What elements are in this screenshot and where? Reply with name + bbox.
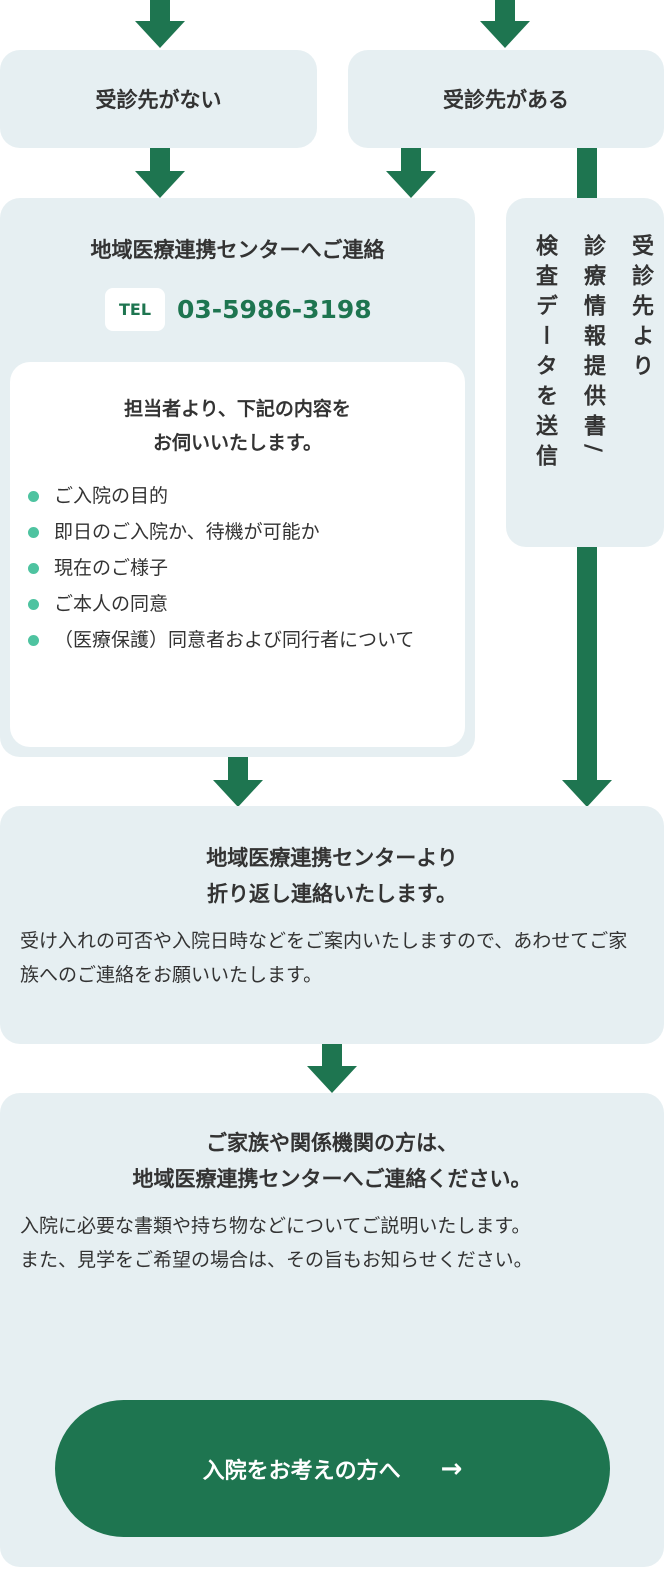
bullet-icon bbox=[28, 635, 39, 646]
branch-has-clinic: 受診先がある bbox=[348, 50, 664, 148]
arrow-down-icon bbox=[307, 1066, 357, 1093]
inquiry-title-1: 担当者より、下記の内容を bbox=[124, 398, 351, 420]
arrow-stem bbox=[228, 757, 248, 781]
family-body-1: 入院に必要な書類や持ち物などについてご説明いたします。 bbox=[20, 1215, 531, 1237]
bullet-icon bbox=[28, 491, 39, 502]
arrow-stem bbox=[495, 0, 515, 22]
tel-number[interactable]: 03-5986-3198 bbox=[177, 295, 372, 324]
arrow-down-icon bbox=[213, 780, 263, 807]
tel-badge: TEL bbox=[105, 288, 165, 331]
admission-info-button[interactable]: 入院をお考えの方へ → bbox=[55, 1400, 610, 1537]
arrow-stem bbox=[150, 148, 170, 172]
branch-label: 受診先がない bbox=[95, 88, 222, 112]
arrow-down-icon bbox=[562, 780, 612, 807]
bullet-icon bbox=[28, 527, 39, 538]
family-title-2: 地域医療連携センターへご連絡ください。 bbox=[132, 1167, 532, 1191]
arrow-down-icon bbox=[135, 21, 185, 48]
callback-title-1: 地域医療連携センターより bbox=[206, 846, 458, 870]
note-col-3: 検査データを送信 bbox=[532, 234, 557, 474]
note-col-1: 受診先より bbox=[628, 234, 653, 384]
callback-panel: 地域医療連携センターより 折り返し連絡いたします。 受け入れの可否や入院日時など… bbox=[0, 806, 664, 1044]
family-title-1: ご家族や関係機関の方は、 bbox=[206, 1131, 458, 1155]
list-item-text: ご入院の目的 bbox=[54, 485, 169, 507]
inquiry-title-2: お伺いいたします。 bbox=[152, 432, 323, 454]
contact-panel: 地域医療連携センターへご連絡 TEL 03-5986-3198 担当者より、下記… bbox=[0, 198, 475, 757]
list-item-text: ご本人の同意 bbox=[54, 593, 169, 615]
list-item: （医療保護）同意者および同行者について bbox=[28, 622, 447, 658]
bullet-icon bbox=[28, 563, 39, 574]
list-item: ご入院の目的 bbox=[28, 478, 447, 514]
arrow-down-icon bbox=[480, 21, 530, 48]
callback-body: 受け入れの可否や入院日時などをご案内いたしますので、あわせてご家族へのご連絡をお… bbox=[20, 930, 628, 986]
list-item: ご本人の同意 bbox=[28, 586, 447, 622]
note-col-2: 診療情報提供書/ bbox=[580, 234, 605, 461]
bullet-icon bbox=[28, 599, 39, 610]
arrow-down-icon bbox=[135, 171, 185, 198]
contact-title: 地域医療連携センターへご連絡 bbox=[90, 238, 385, 262]
list-item: 即日のご入院か、待機が可能か bbox=[28, 514, 447, 550]
arrow-stem bbox=[401, 148, 421, 172]
arrow-down-icon bbox=[386, 171, 436, 198]
callback-title-2: 折り返し連絡いたします。 bbox=[207, 882, 457, 906]
list-item: 現在のご様子 bbox=[28, 550, 447, 586]
list-item-text: 現在のご様子 bbox=[54, 557, 169, 579]
family-body-2: また、見学をご希望の場合は、その旨もお知らせください。 bbox=[20, 1249, 533, 1271]
list-item-text: （医療保護）同意者および同行者について bbox=[54, 629, 415, 651]
button-label: 入院をお考えの方へ bbox=[202, 1458, 401, 1484]
inquiry-card: 担当者より、下記の内容を お伺いいたします。 ご入院の目的 即日のご入院か、待機… bbox=[10, 362, 465, 747]
branch-no-clinic: 受診先がない bbox=[0, 50, 317, 148]
clinic-data-note: 受診先より 診療情報提供書/ 検査データを送信 bbox=[506, 198, 664, 547]
inquiry-list: ご入院の目的 即日のご入院か、待機が可能か 現在のご様子 ご本人の同意 （医療保… bbox=[28, 478, 447, 658]
branch-label: 受診先がある bbox=[443, 88, 569, 112]
arrow-right-icon: → bbox=[440, 1453, 463, 1484]
list-item-text: 即日のご入院か、待機が可能か bbox=[54, 521, 320, 543]
arrow-stem bbox=[150, 0, 170, 22]
arrow-stem bbox=[322, 1044, 342, 1067]
